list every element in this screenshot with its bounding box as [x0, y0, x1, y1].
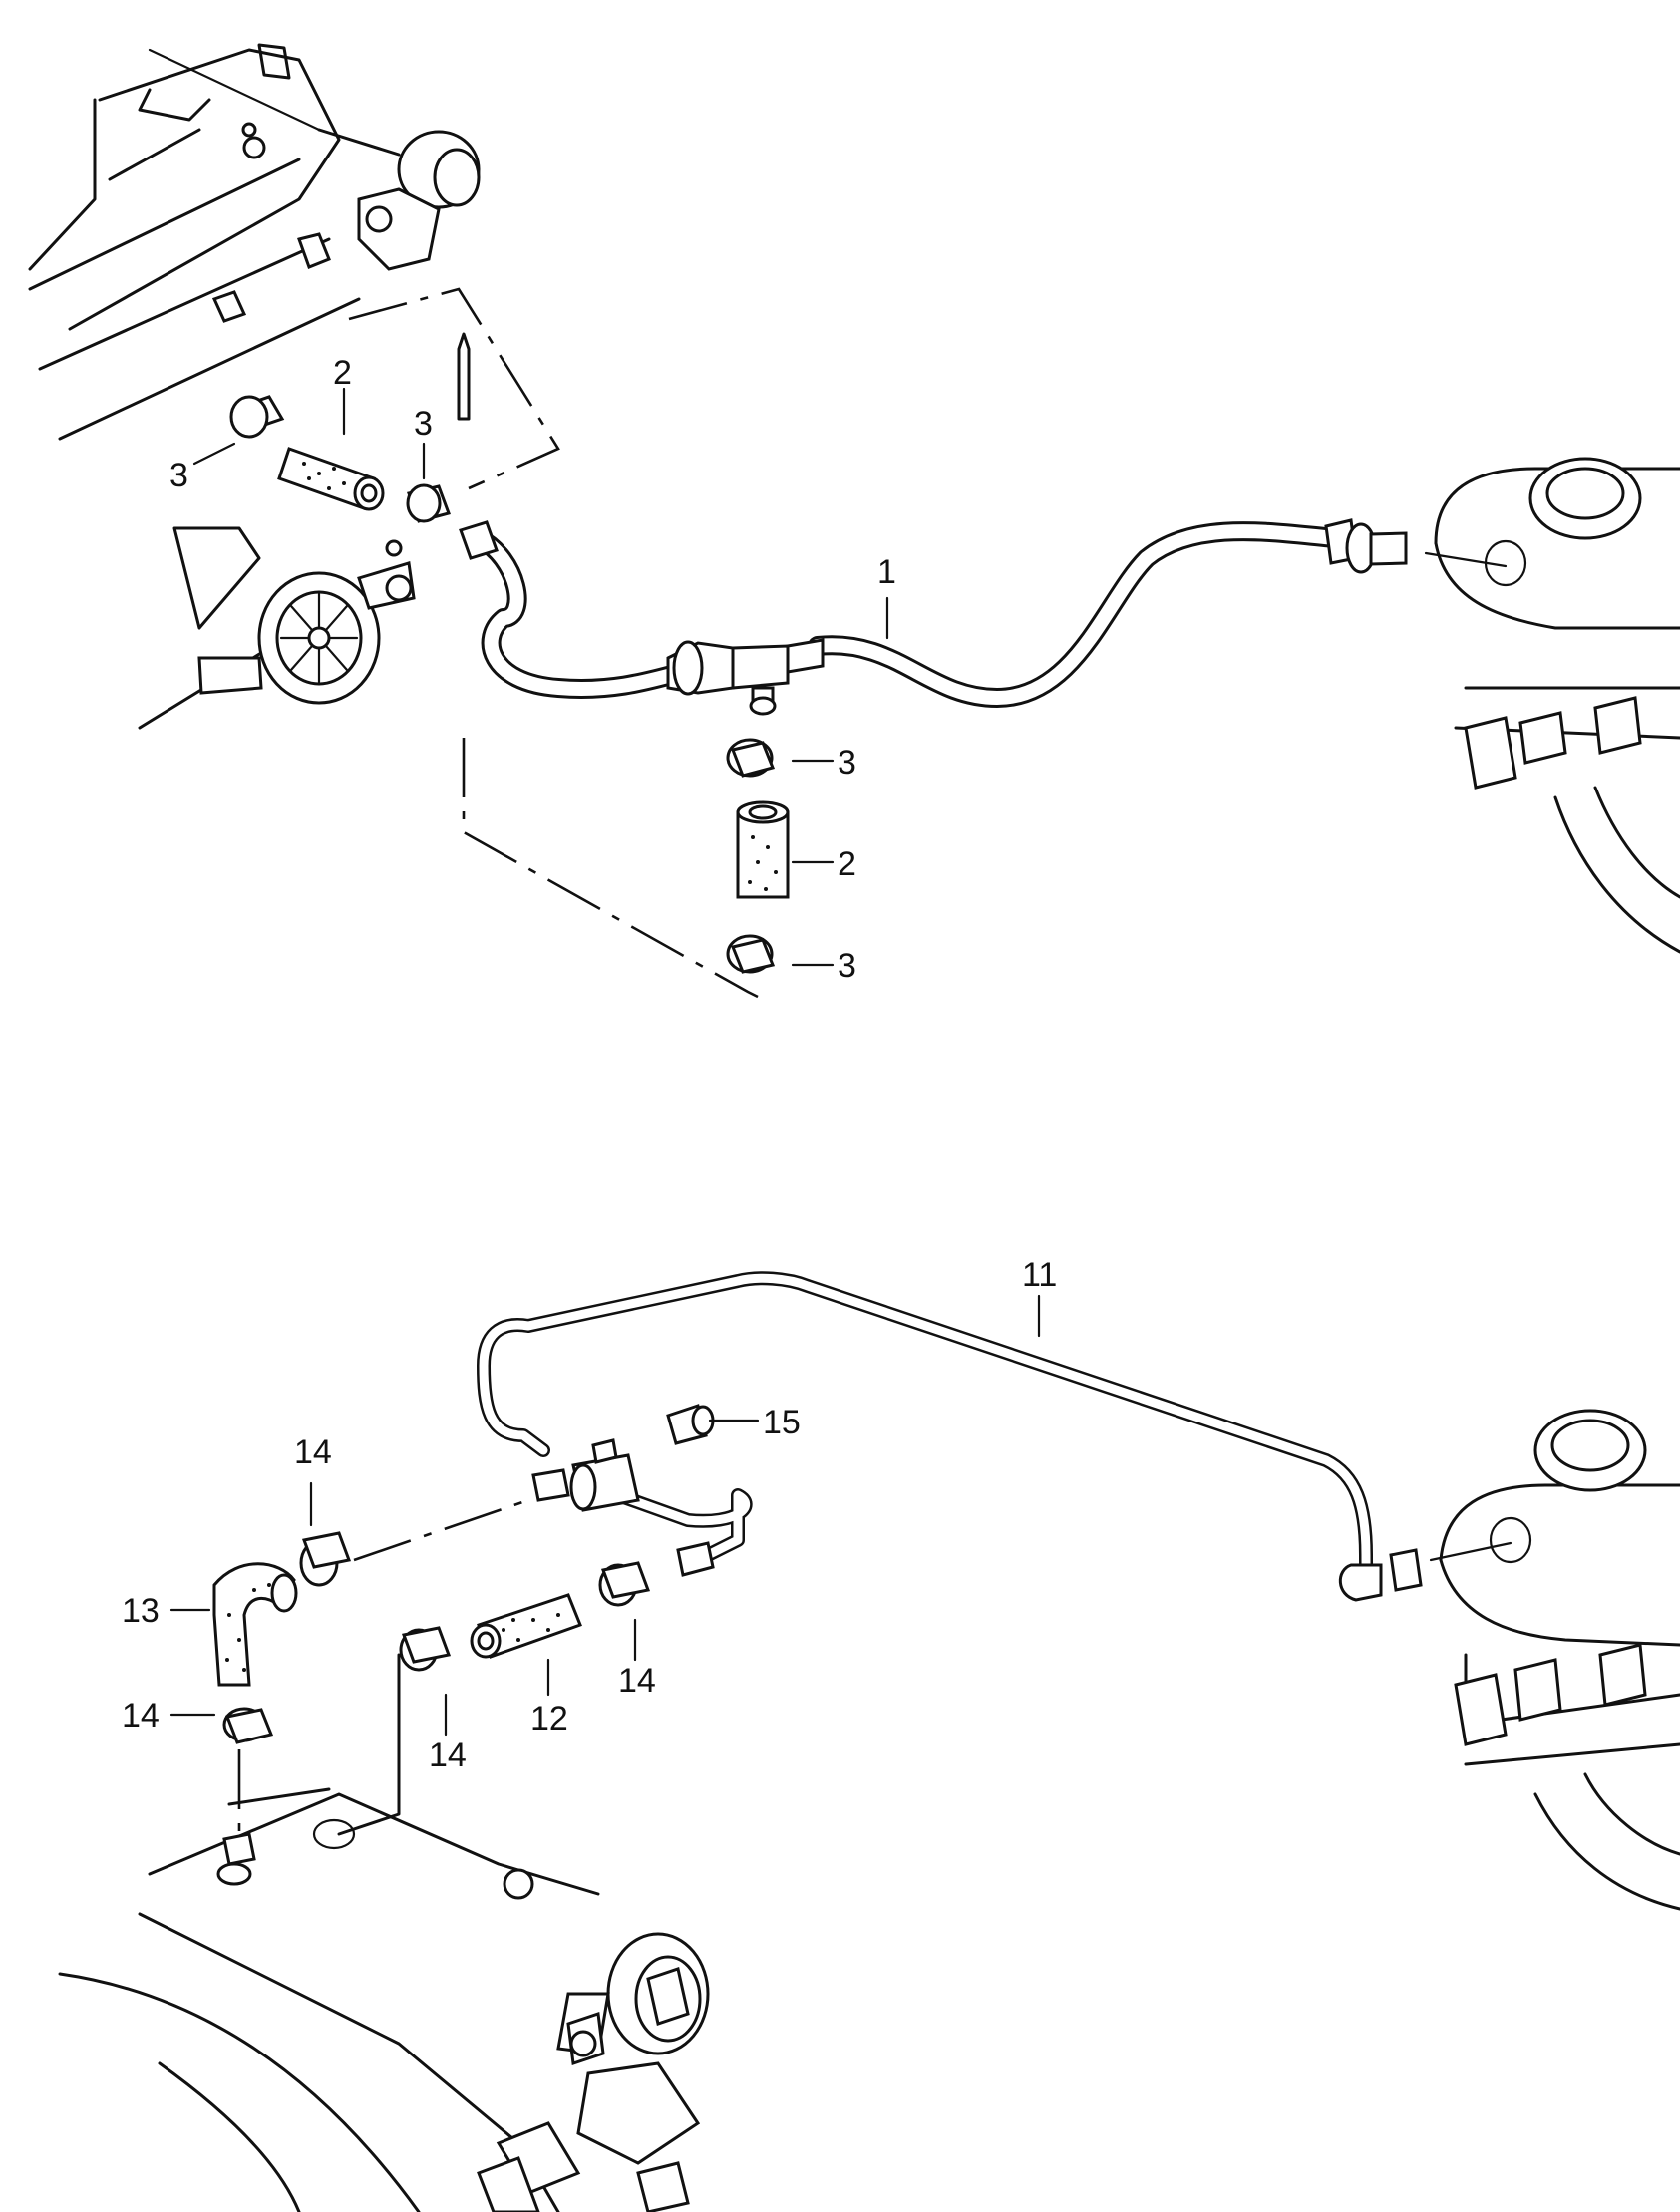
hose-clamp-14-lower	[222, 1707, 274, 1744]
short-hose-top-left	[277, 447, 385, 511]
leader-lines-top	[192, 387, 1508, 967]
leader-lines-bottom	[169, 1294, 1512, 1737]
callout-14: 14	[618, 1662, 656, 1700]
callout-11: 11	[1022, 1256, 1057, 1294]
hose-clamp-stack-upper	[726, 738, 776, 778]
callout-13: 13	[122, 1592, 160, 1630]
vacuum-pipe-11	[477, 1271, 1423, 1602]
callout-14: 14	[429, 1737, 467, 1774]
brake-booster-bottom	[1439, 1409, 1680, 1911]
callout-labels: 1 2 2 3 3 3 3 11 12 13 14 14 14 14 15	[122, 354, 1057, 1774]
routing-line-top	[462, 738, 759, 999]
bottom-assembly	[58, 1271, 1680, 2212]
hose-clamp-14-middle	[399, 1626, 452, 1672]
hose-clamp-14-right	[598, 1561, 651, 1607]
routing-line-bottom	[353, 1498, 529, 1562]
top-assembly	[28, 43, 1680, 999]
short-hose-vertical	[736, 800, 790, 899]
short-hose-12	[470, 1593, 582, 1659]
callout-2: 2	[838, 845, 856, 883]
callout-2: 2	[333, 354, 352, 392]
end-cap-15	[666, 1404, 715, 1445]
callout-14: 14	[294, 1433, 332, 1471]
brake-booster-top	[1434, 457, 1680, 954]
intake-manifold-bottom	[58, 1787, 710, 2212]
callout-15: 15	[763, 1404, 801, 1441]
callout-3: 3	[169, 457, 188, 494]
bracket-stud	[457, 332, 471, 421]
connector-line-bottom	[337, 1653, 401, 1836]
callout-3: 3	[414, 405, 433, 443]
hose-clamp-top-mid	[406, 483, 451, 523]
vacuum-pump	[138, 526, 416, 730]
hose-clamp-stack-lower	[726, 934, 776, 974]
hose-clamp-top-left	[229, 395, 285, 439]
callout-14: 14	[122, 1697, 160, 1735]
callout-3: 3	[838, 744, 856, 782]
hose-clamp-14-upper	[299, 1531, 352, 1587]
callout-1: 1	[877, 553, 896, 591]
vacuum-actuator-top	[148, 48, 481, 323]
callout-3: 3	[838, 947, 856, 985]
elbow-hose-13	[212, 1562, 298, 1687]
vacuum-hose-1	[459, 518, 1408, 716]
intake-manifold-top	[28, 43, 361, 441]
routing-line-top-upper	[348, 287, 560, 490]
callout-12: 12	[530, 1700, 568, 1738]
